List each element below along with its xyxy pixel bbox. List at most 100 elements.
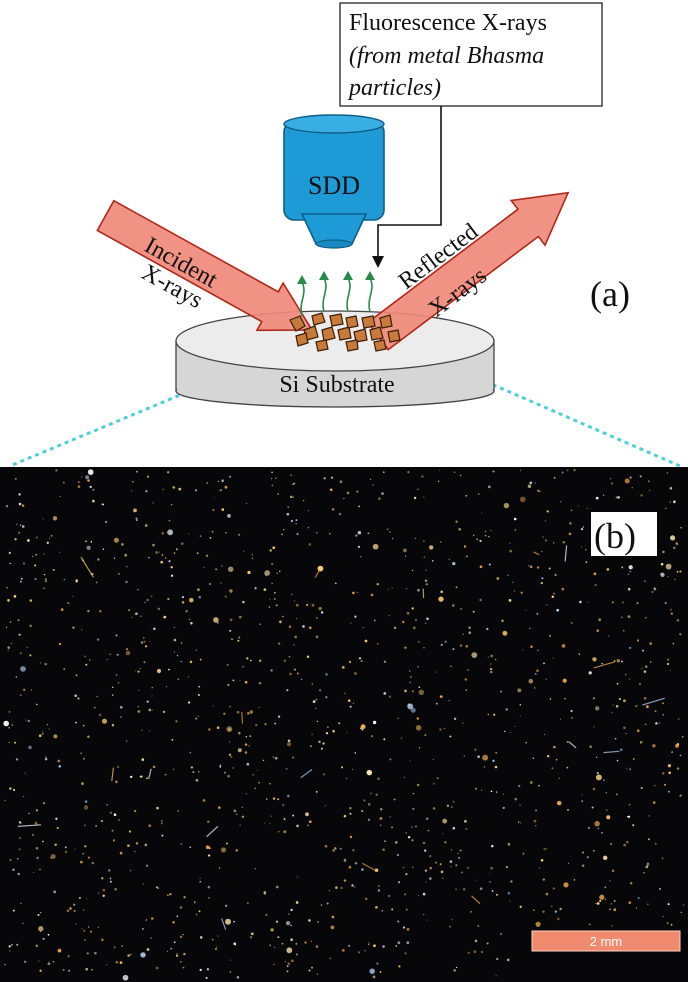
micrograph-particle — [296, 824, 299, 828]
micrograph-particle — [367, 943, 370, 945]
micrograph-particle — [188, 533, 190, 535]
micrograph-particle — [391, 908, 394, 911]
micrograph-particle — [424, 734, 427, 737]
micrograph-particle — [290, 519, 294, 523]
micrograph-particle — [119, 961, 123, 964]
micrograph-particle — [613, 900, 616, 902]
micrograph-particle — [477, 924, 480, 928]
micrograph-particle — [85, 968, 88, 971]
micrograph-particle — [501, 619, 504, 622]
micrograph-particle — [315, 945, 319, 948]
micrograph-particle — [320, 747, 323, 750]
micrograph-particle — [542, 878, 545, 881]
micrograph-particle — [416, 717, 419, 720]
micrograph-particle — [255, 724, 258, 727]
micrograph-particle — [47, 962, 51, 965]
micrograph-particle — [627, 815, 631, 818]
micrograph-particle — [616, 759, 619, 762]
micrograph-particle — [538, 867, 540, 869]
micrograph-particle — [619, 748, 623, 752]
micrograph-particle — [328, 890, 330, 892]
micrograph-particle — [146, 700, 149, 703]
micrograph-particle — [440, 870, 444, 874]
micrograph-particle — [562, 540, 566, 544]
micrograph-particle — [274, 722, 277, 725]
micrograph-particle — [388, 614, 390, 617]
micrograph-particle — [170, 574, 174, 577]
micrograph-particle — [194, 489, 198, 492]
micrograph-particle — [457, 852, 459, 855]
micrograph-particle — [479, 887, 483, 890]
micrograph-particle — [477, 755, 480, 759]
micrograph-particle — [424, 579, 428, 582]
micrograph-particle — [46, 541, 49, 544]
micrograph-particle — [418, 747, 421, 749]
micrograph-particle — [144, 524, 148, 527]
micrograph-particle — [310, 940, 312, 942]
micrograph-particle — [316, 973, 319, 975]
micrograph-particle — [73, 903, 76, 906]
micrograph-particle — [490, 670, 493, 674]
micrograph-particle — [354, 752, 357, 754]
micrograph-particle — [679, 570, 682, 573]
micrograph-particle — [426, 817, 429, 820]
micrograph-particle — [357, 545, 361, 549]
micrograph-particle — [662, 916, 664, 918]
micrograph-particle — [667, 576, 669, 578]
micrograph-particle — [522, 649, 524, 651]
micrograph-particle — [439, 469, 441, 471]
micrograph-particle — [307, 824, 310, 827]
micrograph-particle — [73, 909, 76, 912]
micrograph-particle — [164, 773, 167, 776]
micrograph-particle — [628, 901, 632, 905]
micrograph-particle — [653, 784, 656, 787]
micrograph-particle — [478, 493, 480, 495]
micrograph-particle — [494, 765, 498, 769]
micrograph-particle — [495, 791, 498, 793]
micrograph-particle — [20, 652, 22, 654]
micrograph-particle — [289, 672, 292, 676]
fluorescence-arrows — [300, 277, 373, 317]
micrograph-particle — [270, 815, 272, 817]
micrograph-particle — [405, 555, 407, 557]
micrograph-particle — [237, 748, 242, 753]
micrograph-particle — [148, 557, 150, 559]
micrograph-particle — [455, 586, 458, 589]
micrograph-particle — [609, 880, 611, 882]
micrograph-particle — [553, 542, 555, 544]
micrograph-particle — [548, 567, 551, 570]
micrograph-particle — [150, 937, 152, 939]
micrograph-particle — [90, 541, 93, 543]
micrograph-particle — [611, 869, 615, 872]
callout-box — [339, 2, 603, 107]
micrograph-particle — [372, 543, 379, 550]
micrograph-particle — [221, 508, 225, 511]
micrograph-particle — [5, 626, 8, 628]
micrograph-particle — [209, 537, 212, 539]
micrograph-particle — [411, 569, 414, 572]
micrograph-particle — [294, 635, 298, 639]
micrograph-streak — [593, 661, 616, 669]
micrograph-particle — [173, 638, 177, 642]
micrograph-particle — [85, 897, 87, 899]
micrograph-particle — [383, 738, 386, 741]
micrograph-particle — [332, 729, 335, 733]
micrograph-particle — [629, 678, 631, 680]
micrograph-particle — [9, 787, 12, 790]
micrograph-particle — [610, 903, 612, 905]
micrograph-particle — [489, 881, 491, 883]
micrograph-particle — [7, 599, 10, 602]
micrograph-particle — [137, 706, 139, 708]
micrograph-particle — [143, 640, 146, 643]
micrograph-particle — [246, 762, 250, 766]
micrograph-particle — [389, 531, 391, 533]
micrograph-particle — [475, 879, 477, 881]
micrograph-particle — [168, 519, 171, 522]
micrograph-particle — [383, 471, 385, 473]
micrograph-particle — [536, 669, 539, 673]
micrograph-particle — [199, 880, 202, 883]
micrograph-particle — [249, 735, 252, 737]
micrograph-particle — [378, 497, 381, 500]
micrograph-particle — [464, 678, 468, 681]
micrograph-particle — [333, 847, 337, 850]
